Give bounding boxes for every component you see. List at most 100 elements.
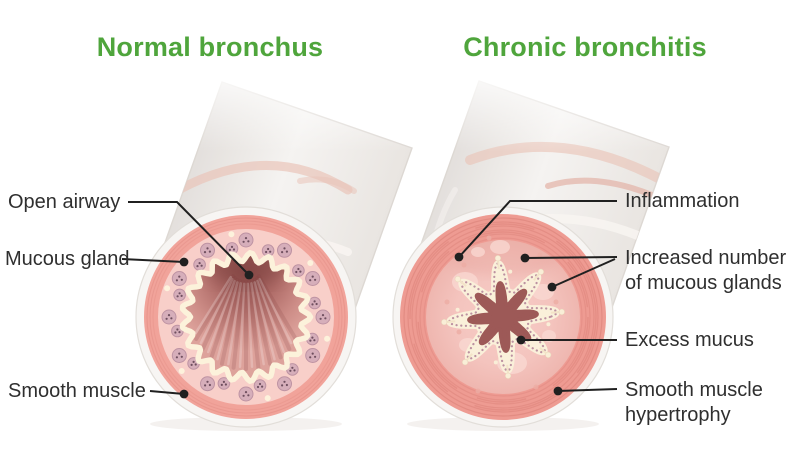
gland-nucleus [261, 385, 264, 388]
gland-nucleus [180, 294, 183, 297]
edema-spot [490, 240, 510, 254]
mucosal-fold [219, 279, 242, 366]
droplet-stalk [550, 311, 560, 314]
mucosal-fold [256, 274, 298, 341]
mucous-gland [171, 271, 187, 286]
gland-nucleus [244, 391, 248, 394]
narrowed-lumen [467, 281, 539, 353]
inflammation-dot-texture [533, 384, 539, 390]
mucous-gland [277, 242, 292, 258]
mucosal-fold [200, 276, 237, 351]
inflammation-dot-texture [456, 329, 462, 335]
gland-nucleus [224, 383, 227, 386]
droplet [178, 368, 185, 374]
inflammation-leader [458, 200, 617, 258]
gland-nucleus [178, 292, 181, 295]
gland-nucleus [256, 385, 260, 389]
gland-nucleus [220, 383, 223, 386]
gland-nucleus [228, 248, 231, 251]
inflammation-dot-texture [553, 299, 559, 305]
smooth-muscle-leader [149, 390, 185, 395]
droplet-stalk [506, 364, 509, 374]
gland-nucleus [311, 352, 314, 355]
mucosal-fold [252, 277, 283, 360]
smooth-muscle-label: Smooth muscle [8, 380, 146, 402]
open-airway-leader [128, 201, 250, 276]
inflammation-dot-texture [461, 262, 467, 268]
mucous-gland [200, 242, 215, 258]
droplet-stalk [458, 279, 467, 287]
gland-nucleus [230, 245, 234, 248]
increased-glands-leader-b [551, 258, 616, 288]
fold-highlight [194, 275, 233, 335]
droplet [228, 231, 235, 238]
fold-highlight [227, 282, 242, 366]
smooth-muscle-fibers [146, 217, 346, 417]
muscle-fiber-line [415, 229, 591, 405]
mucous-gland [171, 348, 187, 363]
muscle-fiber-line [417, 231, 589, 403]
gland-nucleus [175, 279, 178, 282]
gland-nucleus [281, 384, 284, 387]
muscle-fiber-line [411, 225, 595, 409]
gland-nucleus [194, 363, 197, 366]
mucus-droplet [545, 351, 552, 358]
gland-nucleus [311, 275, 314, 278]
excess-mucus-dot [516, 335, 526, 345]
muscle-fiber-line [149, 220, 343, 414]
gland-nucleus [285, 250, 288, 253]
fold-highlight [199, 277, 234, 345]
fold-highlight [246, 282, 254, 368]
mucosal-folds [194, 274, 298, 371]
droplet [264, 395, 271, 402]
droplet-stalk [465, 353, 473, 362]
gland-nucleus [313, 300, 316, 303]
gland-nucleus [165, 317, 168, 320]
muscle-fiber-line [419, 233, 587, 401]
gland-nucleus [180, 355, 183, 358]
inflammation-dot-texture [537, 252, 543, 258]
gland-nucleus [167, 314, 171, 317]
gland-nucleus [319, 317, 322, 320]
gland-nucleus [178, 352, 181, 355]
gland-nucleus [196, 265, 199, 268]
mucus-droplet [462, 359, 469, 366]
top-fade [0, 0, 800, 152]
mucous-gland [305, 348, 321, 363]
gland-nucleus [180, 278, 183, 281]
edema-spot [471, 247, 485, 257]
droplet [324, 335, 331, 342]
mucous-gland [200, 376, 215, 392]
gland-nucleus [204, 384, 207, 387]
chronic-bronchitis-title: Chronic bronchitis [463, 32, 707, 62]
open-airway-label: Open airway [8, 191, 121, 213]
gland-nucleus [311, 303, 314, 306]
mucus-droplet [454, 276, 461, 283]
gland-nucleus [299, 270, 302, 273]
mucus-droplet [546, 322, 551, 327]
gland-nucleus [198, 262, 201, 265]
inflammation-dot-texture [486, 235, 492, 241]
mucous-gland [277, 376, 292, 392]
droplet-stalk [497, 260, 500, 270]
gland-nucleus [170, 317, 173, 320]
gland-nucleus [324, 317, 327, 320]
inflammation-dot-texture [475, 388, 481, 394]
gland-nucleus [247, 394, 250, 397]
increased-mucous-glands-label: Increased number of mucous glands [625, 247, 787, 294]
gland-nucleus [315, 302, 318, 306]
inflammation-label: Inflammation [625, 190, 740, 212]
chronic-bronchitis-illustration [392, 80, 670, 431]
gland-nucleus [295, 270, 298, 274]
gland-nucleus [297, 267, 300, 271]
gland-nucleus [176, 295, 179, 298]
gland-nucleus [269, 250, 272, 253]
droplet-stalk [446, 320, 456, 323]
fold-highlight [253, 281, 276, 361]
muscle-fiber-line [409, 223, 597, 411]
muscle-fiber-line [407, 221, 599, 413]
gland-nucleus [314, 278, 317, 281]
gland-nucleus [311, 336, 314, 339]
